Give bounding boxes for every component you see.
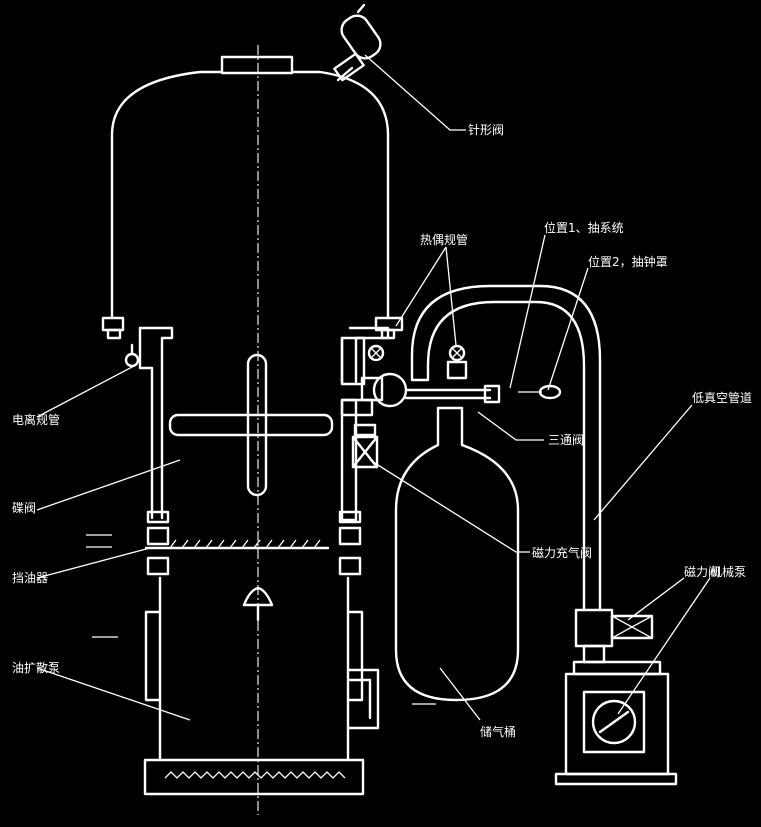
butterfly-valve-body [138, 326, 390, 520]
ion-gauge-icon [124, 343, 140, 368]
label-magnetic-fill-valve: 磁力充气阀 [532, 545, 592, 560]
right-side-piping [340, 398, 379, 522]
label-magnetic-valve: 磁力阀 [684, 564, 720, 579]
label-ion-gauge: 电离规管 [12, 412, 60, 427]
label-position1: 位置1、抽系统 [544, 220, 624, 235]
low-vacuum-pipe [410, 284, 602, 612]
label-mechanical-pump: 机械泵 [710, 564, 746, 579]
thermocouple-gauge-icon [367, 344, 468, 380]
label-butterfly-valve: 碟阀 [12, 501, 36, 515]
leader-lines [36, 54, 711, 721]
needle-valve-icon [333, 3, 382, 82]
label-thermocouple-gauge: 热偶规管 [420, 232, 468, 247]
label-oil-diffusion-pump: 油扩散泵 [12, 660, 60, 675]
label-position2: 位置2，抽钟罩 [588, 254, 668, 269]
label-gas-tank: 储气桶 [480, 724, 516, 739]
gas-tank [394, 406, 520, 702]
oil-baffle [86, 534, 330, 550]
three-way-valve [360, 372, 562, 408]
label-low-vacuum-pipe: 低真空管道 [692, 390, 752, 405]
mechanical-pump [554, 660, 678, 786]
label-three-way-valve: 三通阀 [548, 433, 584, 447]
oil-diffusion-pump [92, 576, 436, 796]
magnetic-valve-icon [574, 608, 654, 664]
mid-flanges [146, 510, 362, 576]
bell-jar [110, 45, 390, 815]
label-oil-baffle: 挡油器 [12, 571, 48, 585]
label-needle-valve: 针形阀 [468, 122, 504, 137]
